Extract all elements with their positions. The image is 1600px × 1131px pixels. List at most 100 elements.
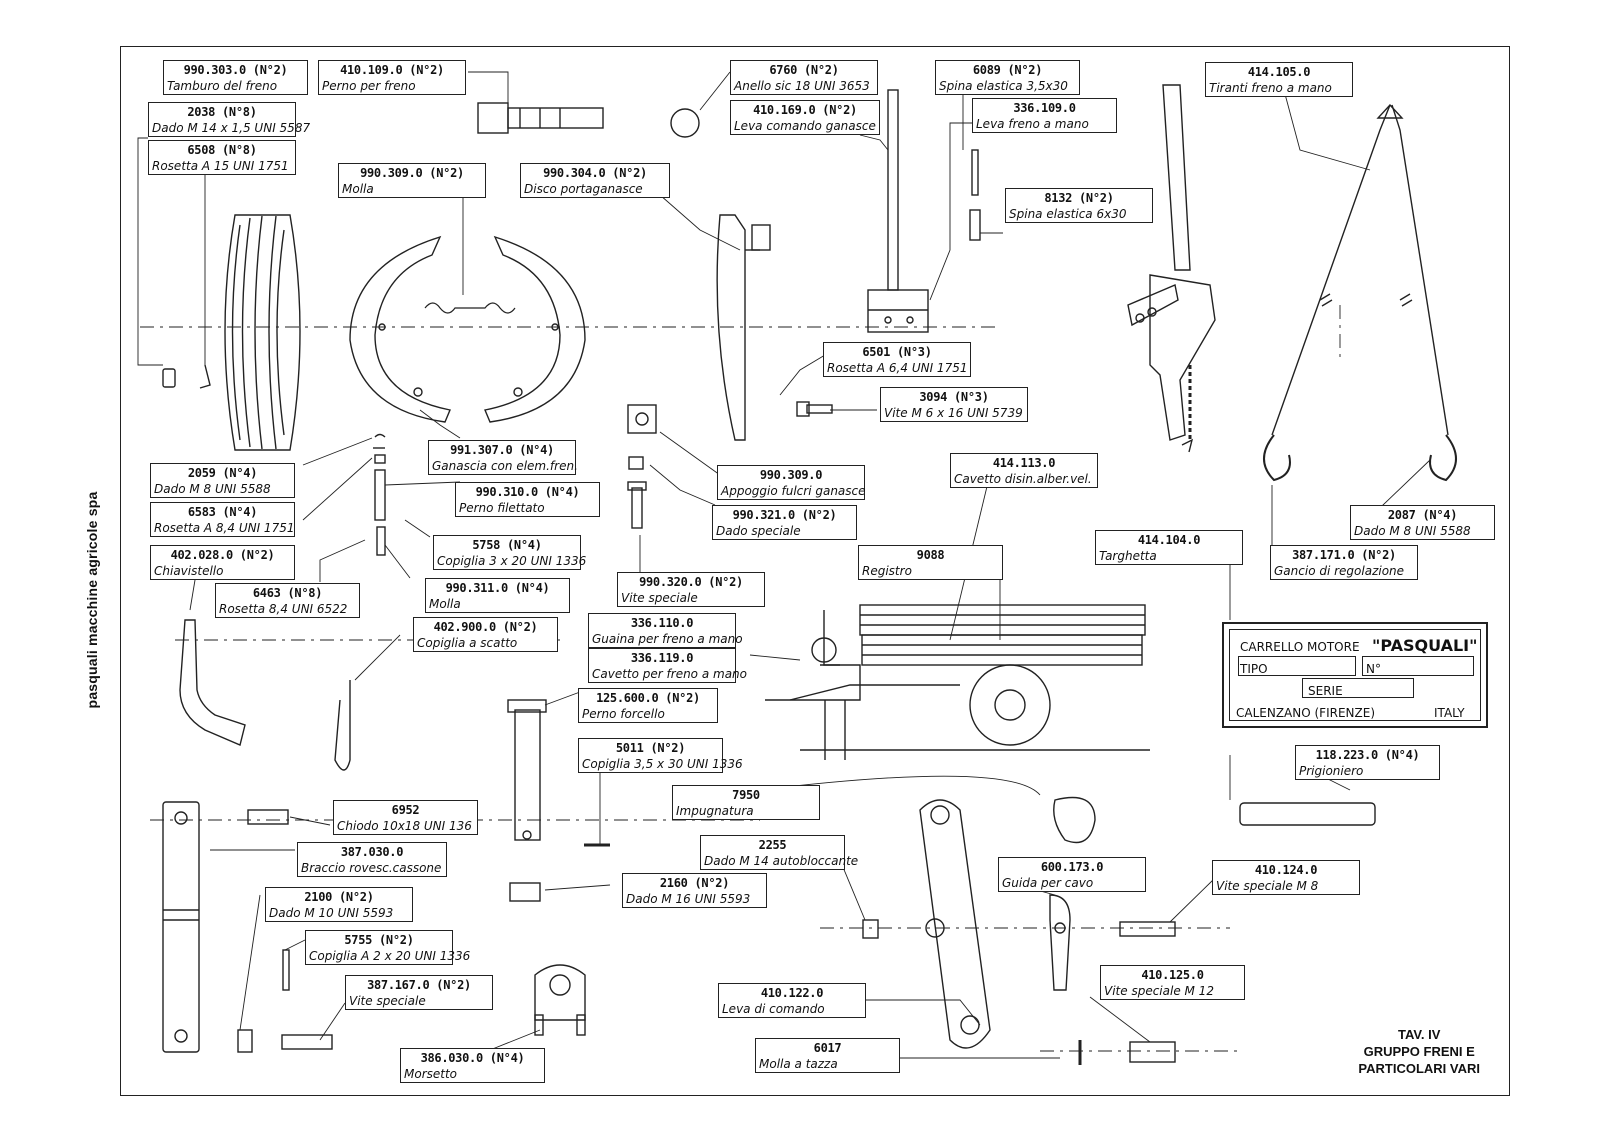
label-braccio-desc: Braccio rovesc.cassone bbox=[301, 861, 442, 875]
handle-knob-drawing bbox=[1053, 796, 1096, 844]
label-leva-comando-code: 410.122.0 bbox=[760, 986, 824, 1000]
label-dado-m10-code: 2100 (N°2) bbox=[304, 890, 374, 904]
spring-pin-drawing bbox=[971, 149, 979, 196]
stud-drawing bbox=[1239, 802, 1376, 826]
label-appoggio-desc: Appoggio fulcri ganasce bbox=[721, 484, 866, 498]
label-copiglia-scatto-code: 402.900.0 (N°2) bbox=[433, 620, 538, 634]
label-dado-m8: 2059 (N°4) Dado M 8 UNI 5588 bbox=[150, 463, 295, 498]
label-leva-comando: 410.122.0 Leva di comando bbox=[718, 983, 866, 1018]
label-anello-desc: Anello sic 18 UNI 3653 bbox=[734, 79, 870, 93]
label-leva-mano-desc: Leva freno a mano bbox=[976, 117, 1089, 131]
label-tamburo: 990.303.0 (N°2) Tamburo del freno bbox=[163, 60, 308, 95]
label-disco: 990.304.0 (N°2) Disco portaganasce bbox=[520, 163, 670, 198]
label-dado-m8-desc: Dado M 8 UNI 5588 bbox=[154, 482, 271, 496]
label-targhetta-code: 414.104.0 bbox=[1137, 533, 1201, 547]
label-tiranti: 414.105.0 Tiranti freno a mano bbox=[1205, 62, 1353, 97]
label-tiranti-code: 414.105.0 bbox=[1247, 65, 1311, 79]
label-guaina-desc: Guaina per freno a mano bbox=[592, 632, 743, 646]
table-title-line3: PARTICOLARI VARI bbox=[1358, 1061, 1480, 1076]
cable-guide-drawing bbox=[1049, 894, 1071, 991]
plate-tipo-box bbox=[1238, 656, 1356, 676]
plate-numero-label: N° bbox=[1366, 662, 1381, 676]
label-dado-m14-auto: 2255 Dado M 14 autobloccante bbox=[700, 835, 858, 870]
label-spina-35-desc: Spina elastica 3,5x30 bbox=[939, 79, 1068, 93]
plate-brand: "PASQUALI" bbox=[1372, 636, 1478, 655]
label-rosetta-a15-desc: Rosetta A 15 UNI 1751 bbox=[152, 159, 289, 173]
label-copiglia-3-code: 5758 (N°4) bbox=[472, 538, 542, 552]
label-appoggio-code: 990.309.0 bbox=[759, 468, 823, 482]
label-chiavistello-code: 402.028.0 (N°2) bbox=[170, 548, 275, 562]
label-chiodo-code: 6952 bbox=[391, 803, 420, 817]
label-dado-speciale-desc: Dado speciale bbox=[716, 524, 801, 538]
plate-italy: ITALY bbox=[1434, 706, 1465, 720]
label-ganascia-code: 991.307.0 (N°4) bbox=[450, 443, 554, 457]
label-tiranti-desc: Tiranti freno a mano bbox=[1209, 81, 1332, 95]
label-chiavistello: 402.028.0 (N°2) Chiavistello bbox=[150, 545, 295, 580]
label-spina-6: 8132 (N°2) Spina elastica 6x30 bbox=[1005, 188, 1153, 223]
label-gancio: 387.171.0 (N°2) Gancio di regolazione bbox=[1270, 545, 1418, 580]
label-rosetta-a64-desc: Rosetta A 6,4 UNI 1751 bbox=[827, 361, 968, 375]
label-molla2-desc: Molla bbox=[429, 597, 461, 611]
label-morsetto-code: 386.030.0 (N°4) bbox=[420, 1051, 525, 1065]
label-perno-filettato-desc: Perno filettato bbox=[459, 501, 545, 515]
label-vite-speciale-code: 990.320.0 (N°2) bbox=[639, 575, 743, 589]
screw-m12-drawing bbox=[1129, 1041, 1176, 1063]
label-rosetta-a64: 6501 (N°3) Rosetta A 6,4 UNI 1751 bbox=[823, 342, 971, 377]
label-tamburo-desc: Tamburo del freno bbox=[167, 79, 278, 93]
label-leva-mano: 336.109.0 Leva freno a mano bbox=[972, 98, 1117, 133]
diagram-frame bbox=[120, 46, 1510, 1096]
label-molla2: 990.311.0 (N°4) Molla bbox=[425, 578, 570, 613]
clamp-drawing bbox=[534, 964, 586, 1036]
label-leva-comando-desc: Leva di comando bbox=[722, 1002, 825, 1016]
label-dado-m16: 2160 (N°2) Dado M 16 UNI 5593 bbox=[622, 873, 767, 908]
label-morsetto-desc: Morsetto bbox=[404, 1067, 458, 1081]
label-vite-m6-desc: Vite M 6 x 16 UNI 5739 bbox=[884, 406, 1023, 420]
label-impugnatura-code: 7950 bbox=[732, 788, 760, 802]
label-molla-tazza-code: 6017 bbox=[813, 1041, 842, 1055]
control-lever-drawing bbox=[919, 799, 991, 1049]
label-targhetta-desc: Targhetta bbox=[1099, 549, 1157, 563]
plate-numero-box bbox=[1362, 656, 1474, 676]
label-dado-m14: 2038 (N°8) Dado M 14 x 1,5 UNI 5587 bbox=[148, 102, 310, 137]
tie-rods-drawing bbox=[1263, 103, 1457, 482]
label-copiglia-3: 5758 (N°4) Copiglia 3 x 20 UNI 1336 bbox=[433, 535, 586, 570]
label-copiglia-scatto: 402.900.0 (N°2) Copiglia a scatto bbox=[413, 617, 558, 652]
label-vite-m6-code: 3094 (N°3) bbox=[919, 390, 989, 404]
name-plate-inner-border bbox=[1229, 629, 1481, 721]
label-chiavistello-desc: Chiavistello bbox=[154, 564, 224, 578]
backing-plate-drawing bbox=[716, 214, 771, 441]
label-perno-forcello: 125.600.0 (N°2) Perno forcello bbox=[578, 688, 718, 723]
label-dado-m8b-code: 2087 (N°4) bbox=[1387, 508, 1458, 522]
table-title: TAV. IV GRUPPO FRENI E PARTICOLARI VARI bbox=[1358, 1026, 1480, 1077]
label-rosetta-a15: 6508 (N°8) Rosetta A 15 UNI 1751 bbox=[148, 140, 296, 175]
spring-pin-6-drawing bbox=[969, 209, 981, 241]
label-dado-m14-desc: Dado M 14 x 1,5 UNI 5587 bbox=[152, 121, 311, 135]
label-perno-forcello-desc: Perno forcello bbox=[582, 707, 665, 721]
plate-line1: CARRELLO MOTORE bbox=[1240, 640, 1360, 654]
label-leva-ganasce: 410.169.0 (N°2) Leva comando ganasce bbox=[730, 100, 880, 135]
label-copiglia-3-desc: Copiglia 3 x 20 UNI 1336 bbox=[437, 554, 587, 568]
brake-pin-drawing bbox=[477, 102, 604, 134]
label-dado-m14-code: 2038 (N°8) bbox=[187, 105, 257, 119]
brake-shoes-drawing bbox=[349, 235, 586, 423]
label-guaina: 336.110.0 Guaina per freno a mano bbox=[588, 613, 743, 648]
label-disco-code: 990.304.0 (N°2) bbox=[543, 166, 647, 180]
label-dado-m16-code: 2160 (N°2) bbox=[659, 876, 730, 890]
label-copiglia-scatto-desc: Copiglia a scatto bbox=[417, 636, 518, 650]
label-molla2-code: 990.311.0 (N°4) bbox=[445, 581, 550, 595]
plate-serie-box bbox=[1302, 678, 1414, 698]
plate-calenzano: CALENZANO (FIRENZE) bbox=[1236, 706, 1376, 720]
rivet-drawing bbox=[247, 809, 289, 825]
label-copiglia-35-code: 5011 (N°2) bbox=[615, 741, 686, 755]
label-cavetto-freno-desc: Cavetto per freno a mano bbox=[592, 667, 747, 681]
label-leva-ganasce-desc: Leva comando ganasce bbox=[734, 119, 876, 133]
label-perno-forcello-code: 125.600.0 (N°2) bbox=[596, 691, 700, 705]
brake-drum-drawing bbox=[162, 214, 301, 451]
label-prigioniero: 118.223.0 (N°4) Prigioniero bbox=[1295, 745, 1440, 780]
label-morsetto: 386.030.0 (N°4) Morsetto bbox=[400, 1048, 545, 1083]
label-rosetta-84-desc: Rosetta 8,4 UNI 6522 bbox=[219, 602, 348, 616]
label-molla-code: 990.309.0 (N°2) bbox=[360, 166, 464, 180]
label-registro: 9088 Registro bbox=[858, 545, 1003, 580]
label-copiglia-a2-code: 5755 (N°2) bbox=[344, 933, 414, 947]
